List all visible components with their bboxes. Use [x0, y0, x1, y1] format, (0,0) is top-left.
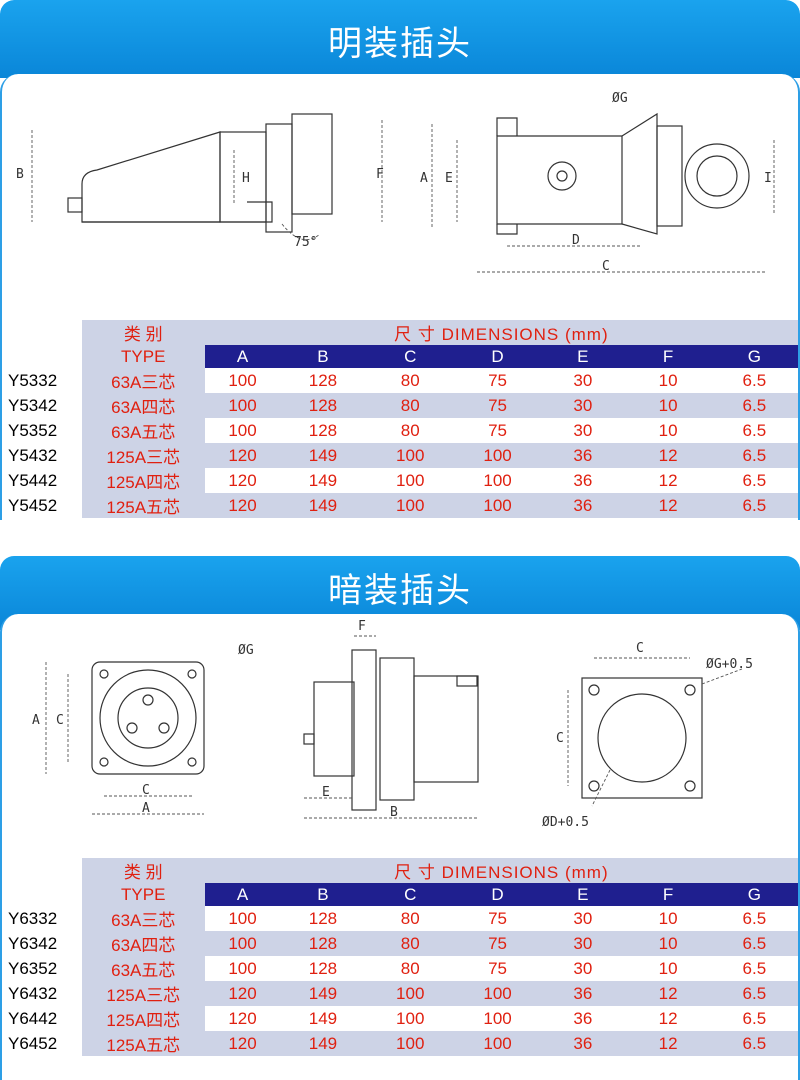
dim-label-C: C [636, 641, 644, 656]
dim-label-B: B [16, 167, 24, 182]
dim-label-I: I [764, 171, 772, 186]
col-head-E: E [540, 345, 626, 368]
type-head-en: TYPE [81, 345, 205, 368]
col-head-A: A [204, 883, 281, 906]
side-view-drawing [303, 635, 479, 819]
dim-label-F: F [358, 619, 366, 634]
col-head-C: C [365, 883, 455, 906]
dim-label-D-tolerance: ØD+0.5 [542, 815, 589, 830]
dimensions-table: 类 别 尺 寸 DIMENSIONS (mm) TYPE A B C D E F… [2, 858, 798, 1056]
col-head-C: C [365, 345, 455, 368]
dim-label-F: F [376, 167, 384, 182]
table-row: Y5432 125A三芯 120 149 100 100 36 12 6.5 [2, 443, 798, 468]
surface-mount-plug-panel: 明装插头 B H F 75° [0, 0, 800, 520]
table-row: Y5452 125A五芯 120 149 100 100 36 12 6.5 [2, 493, 798, 518]
dim-label-C: C [56, 713, 64, 728]
type-head-en: TYPE [81, 883, 205, 906]
type-head-cn: 类 别 [81, 858, 205, 883]
table-row: Y5442 125A四芯 120 149 100 100 36 12 6.5 [2, 468, 798, 493]
section-body: ØG A C C A F E B [0, 614, 800, 1080]
front-view-drawing [45, 661, 205, 815]
table-row: Y6342 63A四芯 100 128 80 75 30 10 6.5 [2, 931, 798, 956]
dim-label-E: E [322, 785, 330, 800]
dim-label-G: ØG [612, 91, 628, 106]
dim-label-D: D [572, 233, 580, 248]
table-row: Y6442 125A四芯 120 149 100 100 36 12 6.5 [2, 1006, 798, 1031]
col-head-G: G [710, 345, 798, 368]
dim-label-G-tolerance: ØG+0.5 [706, 657, 753, 672]
surface-plug-drawing: B H F 75° ØG A E I [16, 91, 775, 274]
table-row: Y6452 125A五芯 120 149 100 100 36 12 6.5 [2, 1031, 798, 1056]
col-head-A: A [204, 345, 281, 368]
dim-label-A: A [32, 713, 40, 728]
col-head-B: B [280, 345, 366, 368]
dim-label-H: H [242, 171, 250, 186]
dim-label-E: E [445, 171, 453, 186]
dim-label-A: A [420, 171, 428, 186]
dimensions-head: 尺 寸 DIMENSIONS (mm) [204, 858, 798, 883]
dim-label-C: C [142, 783, 150, 798]
side-view-drawing [31, 113, 383, 241]
dim-label-G: ØG [238, 643, 254, 658]
table-row: Y6432 125A三芯 120 149 100 100 36 12 6.5 [2, 981, 798, 1006]
section-body: B H F 75° ØG A E I [0, 74, 800, 520]
col-head-E: E [540, 883, 626, 906]
dim-label-C: C [602, 259, 610, 274]
section-title: 明装插头 [0, 0, 800, 78]
flush-plug-drawing: ØG A C C A F E B [32, 619, 753, 830]
type-head-cn: 类 别 [81, 320, 205, 345]
top-view-drawing [431, 112, 775, 273]
dim-label-A: A [142, 801, 150, 816]
table-row: Y5342 63A四芯 100 128 80 75 30 10 6.5 [2, 393, 798, 418]
col-head-F: F [625, 345, 711, 368]
table-row: Y5332 63A三芯 100 128 80 75 30 10 6.5 [2, 368, 798, 393]
table-row: Y6352 63A五芯 100 128 80 75 30 10 6.5 [2, 956, 798, 981]
flush-mount-plug-panel: 暗装插头 ØG A C C A [0, 556, 800, 1080]
col-head-D: D [454, 345, 541, 368]
table-row: Y6332 63A三芯 100 128 80 75 30 10 6.5 [2, 906, 798, 931]
dim-label-C: C [556, 731, 564, 746]
col-head-G: G [710, 883, 798, 906]
dim-label-B: B [390, 805, 398, 820]
col-head-B: B [280, 883, 366, 906]
dim-label-angle: 75° [294, 235, 317, 250]
panel-cutout-drawing [567, 657, 743, 807]
dimensions-table: 类 别 尺 寸 DIMENSIONS (mm) TYPE A B C D E F… [2, 320, 798, 518]
col-head-D: D [454, 883, 541, 906]
table-row: Y5352 63A五芯 100 128 80 75 30 10 6.5 [2, 418, 798, 443]
col-head-F: F [625, 883, 711, 906]
dimensions-head: 尺 寸 DIMENSIONS (mm) [204, 320, 798, 345]
